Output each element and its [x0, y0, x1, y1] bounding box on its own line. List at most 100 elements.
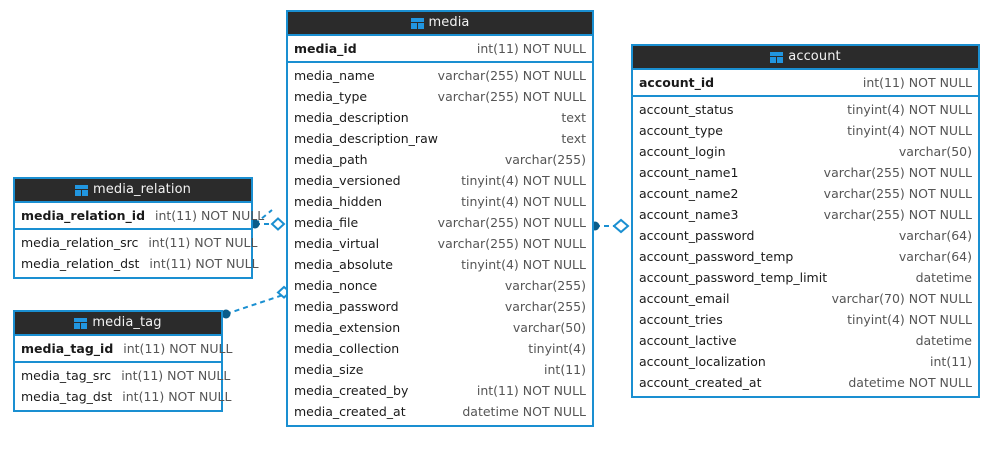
entity-account-title: account: [788, 49, 841, 64]
column-type: int(11): [544, 362, 586, 377]
column-name: media_tag_dst: [21, 389, 113, 404]
column-name: media_file: [294, 215, 359, 230]
entity-media-relation-pk-section: media_relation_id int(11) NOT NULL: [15, 203, 264, 230]
column-type: varchar(50): [898, 144, 972, 159]
column-type: tinyint(4) NOT NULL: [461, 173, 586, 188]
entity-media-tag-pk-section: media_tag_id int(11) NOT NULL: [15, 336, 232, 363]
column-type: tinyint(4) NOT NULL: [461, 194, 586, 209]
relationship-media_tag-media[interactable]: [221, 285, 292, 319]
column-type: varchar(255) NOT NULL: [437, 236, 586, 251]
column-type: int(11) NOT NULL: [122, 389, 232, 404]
column-type: datetime NOT NULL: [462, 404, 586, 419]
column-type: varchar(255): [504, 278, 586, 293]
column-row[interactable]: media_tag_id int(11) NOT NULL: [15, 337, 232, 360]
column-name: account_status: [639, 102, 734, 117]
column-type: datetime: [915, 270, 972, 285]
column-row[interactable]: media_relation_id int(11) NOT NULL: [15, 204, 264, 227]
table-icon: [74, 317, 88, 329]
entity-media-relation[interactable]: media_relation media_relation_id int(11)…: [13, 177, 264, 279]
column-name: media_nonce: [294, 278, 378, 293]
column-row[interactable]: media_tag_dst int(11) NOT NULL: [15, 386, 231, 407]
column-name: media_size: [294, 362, 364, 377]
table-icon: [410, 17, 424, 29]
column-type: varchar(255) NOT NULL: [823, 186, 972, 201]
column-name: media_hidden: [294, 194, 383, 209]
column-row[interactable]: media_nonce varchar(255): [288, 275, 592, 296]
column-type: text: [561, 131, 586, 146]
column-row[interactable]: media_hidden tinyint(4) NOT NULL: [288, 191, 592, 212]
entity-media-pk-section: media_id int(11) NOT NULL: [288, 36, 592, 63]
column-type: text: [561, 110, 586, 125]
entity-media-relation-header: media_relation: [15, 179, 251, 203]
column-type: datetime: [915, 333, 972, 348]
column-name: account_password_temp_limit: [639, 270, 828, 285]
entity-media[interactable]: media media_id int(11) NOT NULL media_na…: [286, 10, 594, 427]
column-row[interactable]: account_password_temp_limit datetime: [633, 267, 978, 288]
column-name: account_login: [639, 144, 726, 159]
entity-media-tag-header: media_tag: [15, 312, 221, 336]
column-type: varchar(64): [898, 228, 972, 243]
entity-account[interactable]: account account_id int(11) NOT NULL acco…: [631, 44, 980, 398]
column-row[interactable]: account_login varchar(50): [633, 141, 978, 162]
column-name: account_type: [639, 123, 723, 138]
column-row[interactable]: account_id int(11) NOT NULL: [633, 71, 978, 94]
entity-media-tag[interactable]: media_tag media_tag_id int(11) NOT NULL …: [13, 310, 232, 412]
column-name: account_created_at: [639, 375, 762, 390]
column-type: varchar(255) NOT NULL: [437, 68, 586, 83]
column-type: int(11) NOT NULL: [476, 41, 586, 56]
column-row[interactable]: media_id int(11) NOT NULL: [288, 37, 592, 60]
column-type: varchar(255) NOT NULL: [823, 207, 972, 222]
column-name: media_relation_id: [21, 208, 146, 223]
table-icon: [770, 51, 784, 63]
relationship-media-account[interactable]: [590, 218, 630, 234]
column-type: int(11) NOT NULL: [148, 235, 258, 250]
column-type: int(11) NOT NULL: [862, 75, 972, 90]
column-type: varchar(255): [504, 152, 586, 167]
entity-account-pk-section: account_id int(11) NOT NULL: [633, 70, 978, 97]
column-name: account_tries: [639, 312, 723, 327]
column-type: varchar(50): [512, 320, 586, 335]
column-row[interactable]: media_size int(11): [288, 359, 592, 380]
column-row[interactable]: account_name2 varchar(255) NOT NULL: [633, 183, 978, 204]
column-name: account_name2: [639, 186, 739, 201]
column-name: account_name1: [639, 165, 739, 180]
column-name: media_tag_src: [21, 368, 112, 383]
column-name: account_id: [639, 75, 715, 90]
column-name: media_created_by: [294, 383, 409, 398]
column-type: int(11) NOT NULL: [149, 256, 259, 271]
column-type: tinyint(4) NOT NULL: [461, 257, 586, 272]
column-name: media_type: [294, 89, 368, 104]
column-type: varchar(255): [504, 299, 586, 314]
entity-media-tag-title: media_tag: [92, 315, 162, 330]
